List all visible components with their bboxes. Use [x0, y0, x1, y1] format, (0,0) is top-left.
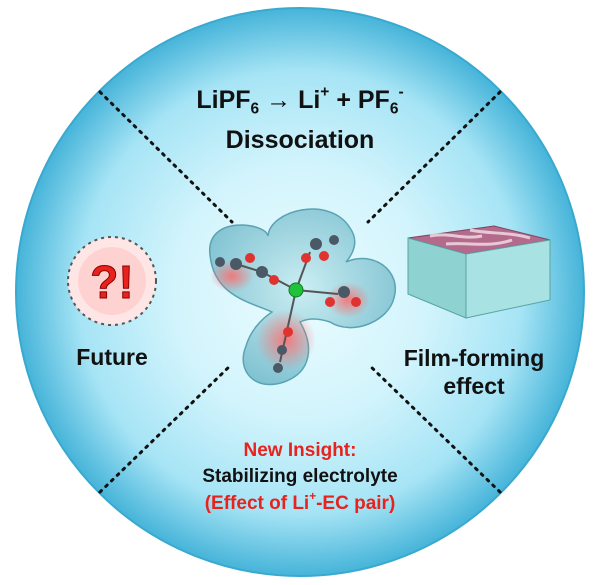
li-ec-pair-label: (Effect of Li+-EC pair)	[204, 490, 396, 514]
question-exclaim-icon: ?!	[67, 236, 157, 326]
molecule-cluster-image	[209, 208, 397, 386]
pf6-ion: PF6-	[357, 83, 404, 118]
li-ion: Li+	[298, 83, 330, 114]
stabilizing-electrolyte-label: Stabilizing electrolyte	[202, 466, 398, 487]
future-label: Future	[76, 344, 148, 370]
arrow-icon: →	[266, 86, 292, 114]
new-insight-label: New Insight:	[243, 440, 357, 461]
svg-text:?!: ?!	[90, 256, 133, 308]
lipf6: LiPF6	[196, 86, 260, 118]
dissociation-label: Dissociation	[225, 126, 375, 154]
film-forming-label: Film-forming effect	[403, 345, 545, 399]
dissociation-equation: LiPF6 → Li+ + PF6-	[196, 83, 404, 118]
film-block-image	[407, 225, 551, 319]
